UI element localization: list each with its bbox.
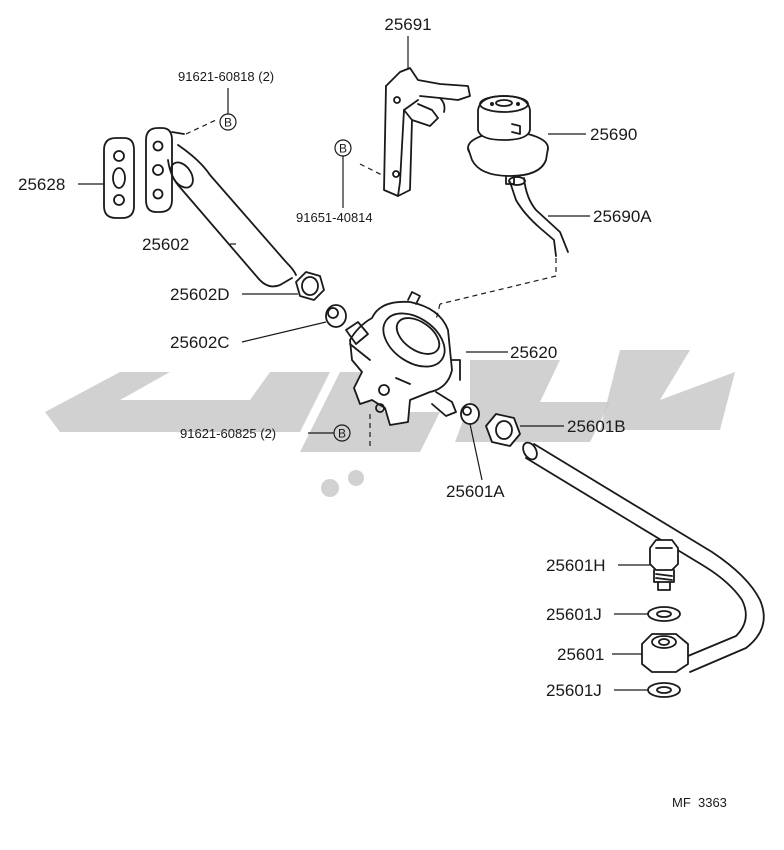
label-25690: 25690: [590, 125, 637, 144]
nut-25601B: [485, 413, 521, 447]
label-25601H: 25601H: [546, 556, 606, 575]
label-25602D: 25602D: [170, 285, 230, 304]
label-25602C: 25602C: [170, 333, 230, 352]
washer-25601J-top: [647, 606, 681, 622]
pipe-25601: [522, 441, 765, 673]
connection-lines: [185, 119, 557, 446]
label-25602: 25602: [142, 235, 189, 254]
nut-25602D: [295, 271, 325, 301]
bracket-25691: [383, 67, 471, 197]
label-91621-60818: 91621-60818 (2): [178, 69, 274, 84]
label-25628: 25628: [18, 175, 65, 194]
bolt-25601H: [649, 539, 679, 591]
figure-code: MF 3363: [672, 795, 727, 810]
seal-25602C: [325, 304, 347, 328]
label-25601B: 25601B: [567, 417, 626, 436]
part-labels: 25691 91621-60818 (2) 25690 91651-40814 …: [18, 15, 652, 700]
label-25601J-top: 25601J: [546, 605, 602, 624]
leader-lines: [78, 36, 650, 691]
callout-b-top-letter: B: [224, 116, 232, 130]
pipe-25602: [145, 127, 297, 288]
callout-b-bottom-letter: B: [338, 427, 346, 441]
seal-25601A: [460, 403, 480, 425]
label-91651-40814: 91651-40814: [296, 210, 373, 225]
label-25601: 25601: [557, 645, 604, 664]
union-25601: [641, 633, 689, 673]
valve-25690: [467, 95, 549, 185]
label-25691: 25691: [384, 15, 431, 34]
washer-25601J-bottom: [647, 682, 681, 698]
label-91621-60825: 91621-60825 (2): [180, 426, 276, 441]
label-25601J-bottom: 25601J: [546, 681, 602, 700]
callout-b-top: B: [219, 113, 237, 131]
label-25601A: 25601A: [446, 482, 505, 501]
watermark-logo: [45, 350, 735, 497]
callout-b-middle-letter: B: [339, 142, 347, 156]
valve-25620: [345, 291, 461, 426]
label-25620: 25620: [510, 343, 557, 362]
label-25690A: 25690A: [593, 207, 652, 226]
hose-25690A: [508, 176, 569, 257]
callout-b-middle: B: [334, 139, 352, 157]
gasket-25628: [103, 137, 135, 219]
